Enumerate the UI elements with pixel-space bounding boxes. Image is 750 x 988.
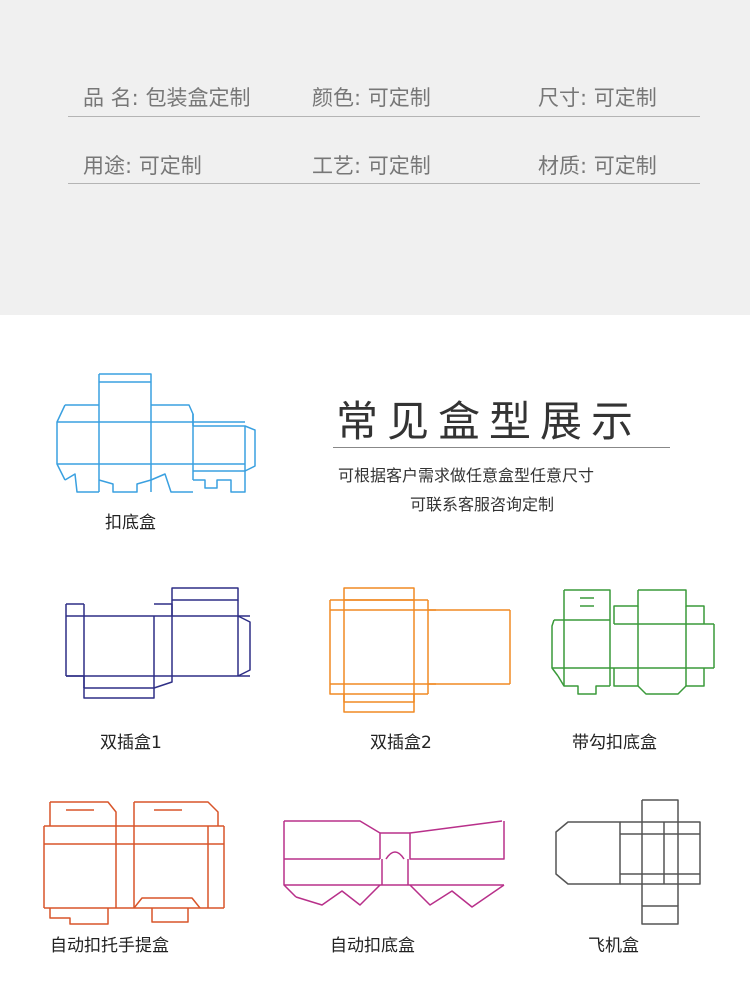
box-caption: 双插盒2 bbox=[370, 733, 432, 753]
spec-material-value: 可定制 bbox=[593, 154, 657, 178]
box-diagram-handle-box bbox=[43, 801, 225, 925]
spec-divider bbox=[68, 116, 700, 117]
spec-material: 材质: 可定制 bbox=[538, 150, 657, 180]
showcase-subtitle-2: 可联系客服咨询定制 bbox=[410, 495, 555, 514]
box-diagram-auto-lock-bottom bbox=[283, 820, 505, 908]
spec-craft-label: 工艺: bbox=[312, 154, 362, 178]
spec-usage-value: 可定制 bbox=[138, 154, 202, 178]
spec-name: 品 名: 包装盒定制 bbox=[83, 82, 250, 112]
box-caption: 自动扣底盒 bbox=[330, 936, 415, 956]
spec-size-label: 尺寸: bbox=[538, 86, 588, 110]
spec-color-label: 颜色: bbox=[312, 86, 362, 110]
spec-panel: 品 名: 包装盒定制 颜色: 可定制 尺寸: 可定制 用途: 可定制 工艺: 可… bbox=[0, 0, 750, 315]
box-caption: 飞机盒 bbox=[588, 936, 639, 956]
box-diagram-lock-bottom bbox=[56, 373, 256, 493]
showcase-subtitle: 可根据客户需求做任意盒型任意尺寸 bbox=[338, 466, 595, 485]
spec-size: 尺寸: 可定制 bbox=[538, 82, 657, 112]
box-diagram-hook-lock-bottom bbox=[551, 589, 715, 695]
spec-size-value: 可定制 bbox=[593, 86, 657, 110]
spec-craft-value: 可定制 bbox=[367, 154, 431, 178]
box-diagram-double-tuck-1 bbox=[65, 587, 251, 699]
box-diagram-double-tuck-2 bbox=[329, 587, 511, 713]
spec-color-value: 可定制 bbox=[367, 86, 431, 110]
box-caption: 带勾扣底盒 bbox=[572, 733, 657, 753]
spec-usage-label: 用途: bbox=[83, 154, 133, 178]
box-caption: 双插盒1 bbox=[100, 733, 162, 753]
box-caption: 自动扣托手提盒 bbox=[50, 936, 169, 956]
spec-usage: 用途: 可定制 bbox=[83, 150, 202, 180]
spec-material-label: 材质: bbox=[538, 154, 588, 178]
spec-craft: 工艺: 可定制 bbox=[312, 150, 431, 180]
spec-color: 颜色: 可定制 bbox=[312, 82, 431, 112]
spec-name-label: 品 名: bbox=[83, 86, 139, 110]
box-caption: 扣底盒 bbox=[105, 513, 156, 533]
box-diagram-mailer-box bbox=[555, 799, 701, 925]
spec-name-value: 包装盒定制 bbox=[145, 86, 251, 110]
spec-divider bbox=[68, 183, 700, 184]
title-underline bbox=[333, 447, 670, 448]
showcase-title: 常见盒型展示 bbox=[336, 397, 643, 446]
